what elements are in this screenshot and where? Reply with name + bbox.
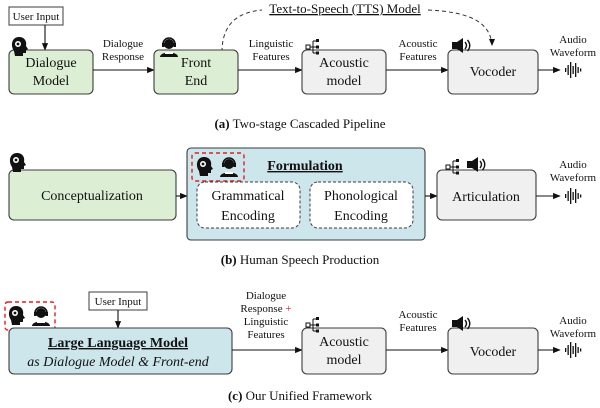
user-input-label: User Input [95,296,142,308]
front-end-label-2: End [185,74,208,89]
panel-b: Conceptualization Formulation Grammatica… [8,147,597,267]
caption-c: (c) Our Unified Framework [228,388,373,403]
tts-model-label: Text-to-Speech (TTS) Model [269,1,421,16]
acoustic-model-label-2: model [327,74,362,89]
acoustic-features-label-2: Features [399,322,436,334]
dialogue-response-label-1: Dialogue [246,290,286,302]
acoustic-model-box-a [301,49,387,95]
headset-person-icon [159,37,179,58]
acoustic-model-label-1: Acoustic [319,56,369,71]
audio-waveform-label-2: Waveform [550,172,597,184]
front-end-box [153,49,239,95]
articulation-label: Articulation [452,190,520,205]
vocoder-box-a [447,49,539,95]
dialogue-model-box [8,49,94,95]
acoustic-features-label-1: Acoustic [398,38,437,50]
grammatical-label-1: Grammatical [211,189,284,204]
acoustic-model-label-2: model [327,353,362,368]
brain-head-icon [8,306,25,325]
llm-subtitle: as Dialogue Model & Front-end [27,355,209,370]
user-input-label: User Input [13,11,60,23]
waveform-icon [565,62,582,78]
dialogue-response-label-1: Dialogue [103,38,143,50]
linguistic-features-label-2: Features [252,51,289,63]
tts-bracket-arrowhead [489,39,495,46]
vocoder-label: Vocoder [470,65,517,80]
user-input-box [8,6,64,26]
llm-box [8,327,233,375]
dialogue-model-label-1: Dialogue [25,56,76,71]
linguistic-features-label-2: Features [247,329,284,341]
llm-title: Large Language Model [48,336,188,351]
tts-bracket [221,9,493,53]
phonological-label-2: Encoding [334,209,388,224]
vocoder-label: Vocoder [470,345,517,360]
caption-b: (b) Human Speech Production [221,252,380,267]
acoustic-model-label-1: Acoustic [319,335,369,350]
headset-person-icon [31,306,51,327]
linguistic-features-label-1: Linguistic [249,38,294,50]
panel-a: Text-to-Speech (TTS) Model User Input Di… [8,1,597,131]
audio-waveform-label-1: Audio [559,315,587,327]
acoustic-features-label-1: Acoustic [398,309,437,321]
audio-waveform-label-2: Waveform [550,328,597,340]
dialogue-response-label-2: Response [102,51,144,63]
audio-waveform-label-1: Audio [559,34,587,46]
waveform-icon [565,342,582,358]
conceptualization-label: Conceptualization [41,189,143,204]
acoustic-model-box-c [301,327,387,375]
front-end-label-1: Front [181,56,211,71]
acoustic-features-label-2: Features [399,51,436,63]
grammatical-encoding-box [196,181,301,229]
phonological-encoding-box [309,181,414,229]
waveform-icon [565,188,582,204]
articulation-box [436,169,537,221]
dialogue-model-label-2: Model [33,74,70,89]
grammatical-label-2: Encoding [221,209,275,224]
caption-a: (a) Two-stage Cascaded Pipeline [214,116,385,131]
linguistic-features-label-1: Linguistic [244,316,289,328]
dialogue-response-label-2: Response + [240,303,291,315]
icon-highlight-box [4,301,56,331]
audio-waveform-label-2: Waveform [550,47,597,59]
conceptualization-box [8,169,177,221]
brain-head-icon [9,153,26,172]
panel-c: User Input Large Language Model as Dialo… [4,290,597,403]
phonological-label-1: Phonological [324,189,398,204]
formulation-label: Formulation [267,159,343,174]
icon-highlight-box [191,152,245,182]
audio-waveform-label-1: Audio [559,159,587,171]
vocoder-box-c [447,327,539,375]
